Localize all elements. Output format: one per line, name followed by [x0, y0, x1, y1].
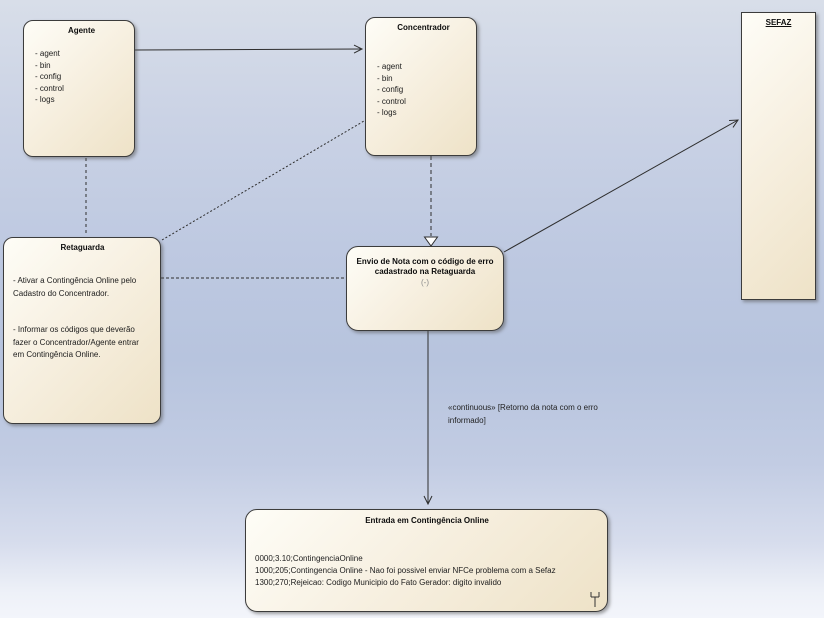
attribute: - agent	[35, 49, 60, 58]
note-paragraph: - Ativar a Contingência Online pelo Cada…	[13, 276, 137, 298]
attribute: - logs	[35, 95, 55, 104]
node-agente[interactable]: Agente - agent - bin - config - control …	[23, 20, 135, 157]
error-code-line: 0000;3.10;ContingenciaOnline	[255, 554, 363, 563]
attribute: - agent	[377, 62, 402, 71]
attribute: - control	[377, 96, 406, 106]
node-retaguarda[interactable]: Retaguarda - Ativar a Contingência Onlin…	[3, 237, 161, 424]
attribute: - bin	[35, 60, 51, 70]
node-envio-de-nota[interactable]: Envio de Nota com o código de erro cadas…	[346, 246, 504, 331]
attribute: - config	[35, 72, 62, 81]
attribute: - bin	[377, 73, 393, 83]
attribute-list: - agent - bin - config - control - logs	[377, 61, 470, 119]
node-title: SEFAZ	[765, 18, 792, 27]
edge-label-continuous: «continuous» [Retorno da nota com o erro…	[448, 403, 598, 425]
attribute: - control	[35, 83, 64, 93]
node-title: Retaguarda	[60, 243, 105, 252]
attribute-list: - agent - bin - config - control - logs	[35, 48, 128, 106]
node-title: Agente	[67, 26, 96, 35]
note-paragraph: - Informar os códigos que deverão fazer …	[13, 325, 139, 359]
error-code-line: 1000;205;Contingencia Online - Nao foi p…	[255, 566, 556, 575]
node-title: Concentrador	[397, 23, 450, 32]
node-entrada-contingencia[interactable]: Entrada em Contingência Online 0000;3.10…	[245, 509, 608, 612]
hollow-triangle-arrowhead	[423, 236, 439, 247]
node-title: Envio de Nota com o código de erro cadas…	[356, 257, 494, 276]
error-code-list: 0000;3.10;ContingenciaOnline 1000;205;Co…	[255, 553, 599, 589]
node-subtitle: (-)	[421, 278, 429, 287]
attribute: - config	[377, 85, 404, 94]
node-title: Entrada em Contingência Online	[365, 516, 489, 525]
composite-diagram-icon	[590, 592, 600, 607]
attribute: - logs	[377, 108, 397, 117]
connector-agente-concentrador[interactable]	[134, 44, 364, 54]
connector-retaguarda-concentrador[interactable]	[161, 120, 365, 241]
error-code-line: 1300;270;Rejeicao: Codigo Municipio do F…	[255, 578, 502, 587]
note-body: - Ativar a Contingência Online pelo Cada…	[13, 275, 152, 362]
node-concentrador[interactable]: Concentrador - agent - bin - config - co…	[365, 17, 477, 156]
node-sefaz[interactable]: SEFAZ	[741, 12, 816, 300]
connector-envio-sefaz[interactable]	[503, 119, 739, 253]
